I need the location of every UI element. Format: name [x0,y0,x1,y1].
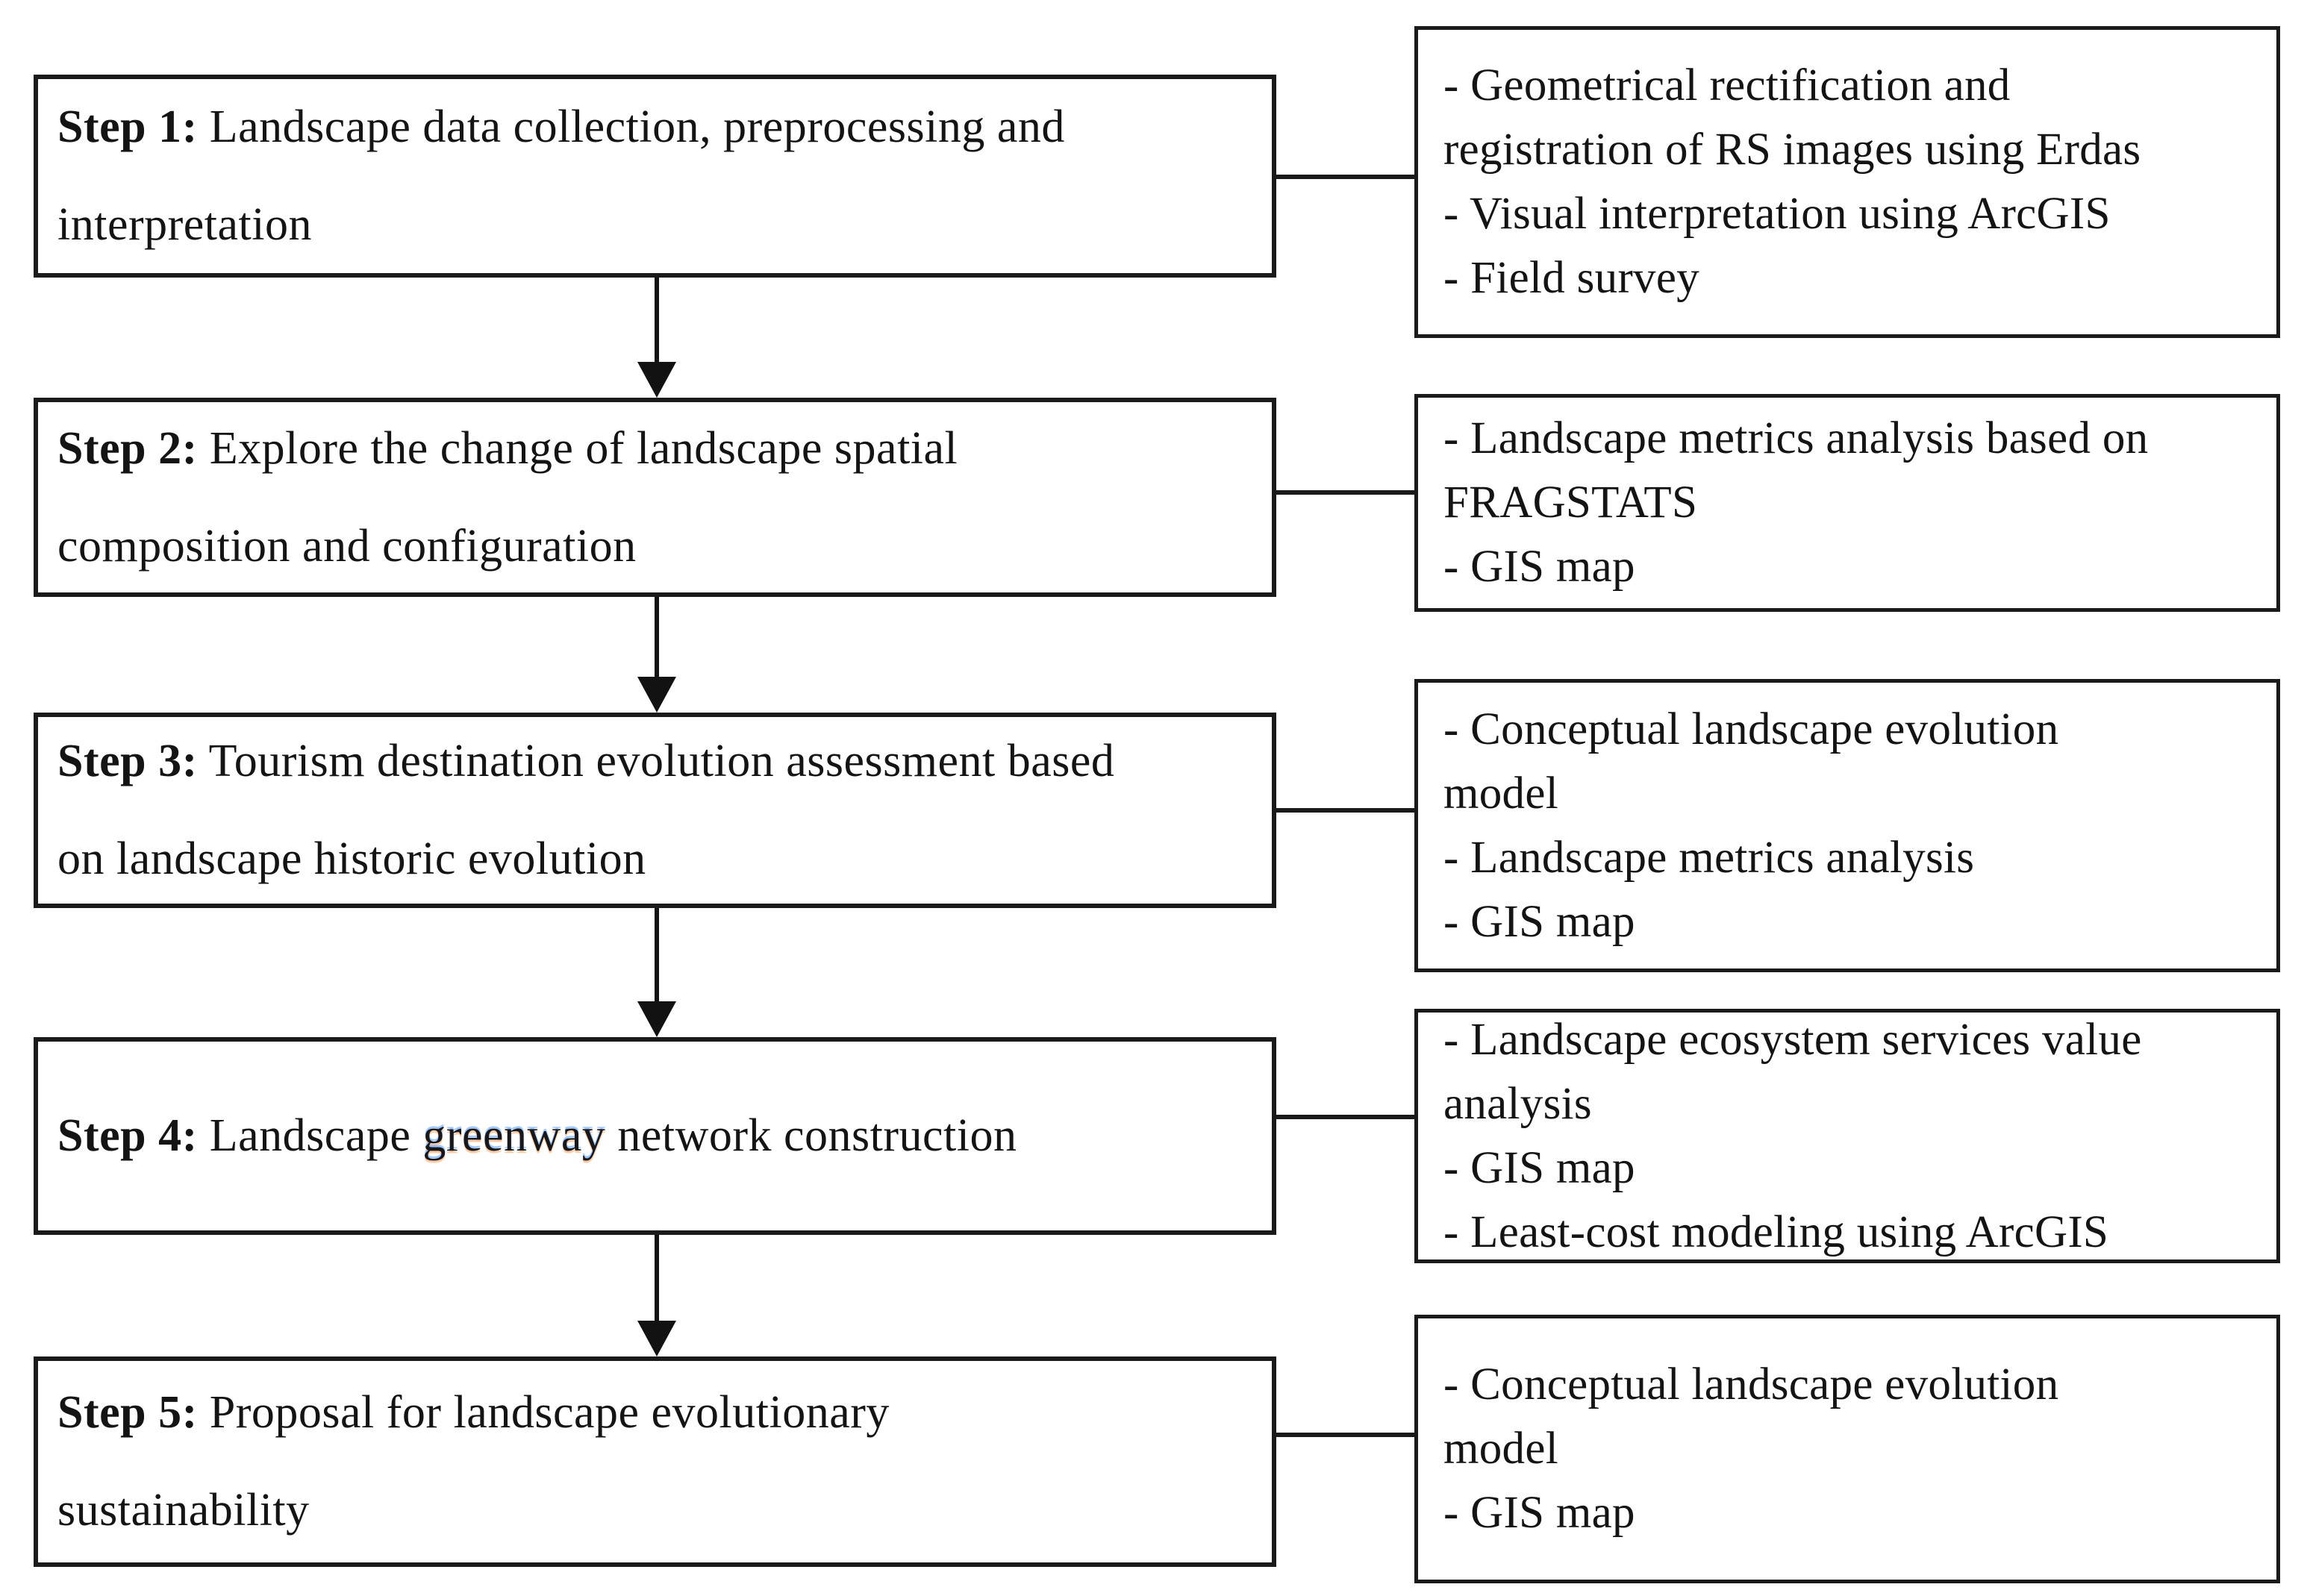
connector-step2-methods [1276,490,1415,495]
methods-3-line: model [1443,768,1558,819]
step-2-box: Step 2: Explore the change of landscape … [34,398,1276,597]
step-1-line1: Step 1: Landscape data collection, prepr… [38,78,1272,176]
step-4-label: Step 4: [57,1110,198,1161]
step-3-text-pre: Tourism destination evolution assessment… [197,736,1115,786]
methods-5-line: - GIS map [1443,1488,1635,1538]
methods-3-box: - Conceptual landscape evolution model -… [1414,679,2280,972]
arrow-step2-to-step3-stem [655,597,659,678]
arrow-step2-to-step3-head-icon [637,677,676,713]
methods-3-line: - GIS map [1443,896,1635,947]
step-2-label: Step 2: [57,422,198,474]
step-2-line2: composition and configuration [57,520,637,572]
step-3-line1: Step 3: Tourism destination evolution as… [38,713,1272,810]
connector-step3-methods [1276,808,1415,813]
step-2-line1: Step 2: Explore the change of landscape … [38,400,1272,498]
step-3-label: Step 3: [57,736,198,786]
methods-5-box: - Conceptual landscape evolution model -… [1414,1315,2280,1583]
arrow-step3-to-step4-stem [655,908,659,1003]
step-4-text-highlight: greenway [422,1110,606,1161]
step-5-label: Step 5: [57,1387,198,1438]
methods-1-line: - Field survey [1443,253,1700,303]
step-4-text-post: network construction [605,1110,1017,1161]
arrow-step4-to-step5-stem [655,1235,659,1322]
step-1-box: Step 1: Landscape data collection, prepr… [34,75,1276,278]
methods-5-line: - Conceptual landscape evolution [1443,1359,2059,1409]
arrow-step1-to-step2-head-icon [637,362,676,398]
arrow-step4-to-step5-head-icon [637,1321,676,1356]
methods-1-line: - Geometrical rectification and [1443,60,2011,110]
step-4-text-pre: Landscape [197,1110,423,1161]
methods-4-line: - Landscape ecosystem services value [1443,1014,2142,1065]
connector-step4-methods [1276,1115,1415,1119]
arrow-step1-to-step2-stem [655,278,659,363]
arrow-step3-to-step4-head-icon [637,1001,676,1037]
methods-4-line: analysis [1443,1078,1592,1129]
methods-3-line: - Conceptual landscape evolution [1443,704,2059,754]
step-5-line2: sustainability [57,1485,310,1536]
step-2-text-pre: Explore the change of landscape spatial [197,422,958,474]
step-1-line2: interpretation [57,199,312,250]
methods-2-line: FRAGSTATS [1443,478,1698,528]
step-1-text-pre: Landscape data collection, preprocessing… [197,101,1065,152]
methods-2-box: - Landscape metrics analysis based on FR… [1414,394,2280,612]
methods-2-line: - GIS map [1443,542,1635,592]
step-4-line1: Step 4: Landscape greenway network const… [38,1087,1272,1185]
methods-1-box: - Geometrical rectification and registra… [1414,26,2280,338]
step-3-line2: on landscape historic evolution [57,833,646,884]
methods-5-line: model [1443,1424,1558,1474]
connector-step5-methods [1276,1433,1415,1437]
step-3-box: Step 3: Tourism destination evolution as… [34,713,1276,908]
step-5-text-pre: Proposal for landscape evolutionary [197,1387,890,1438]
methods-4-line: - GIS map [1443,1142,1635,1193]
step-1-label: Step 1: [57,101,198,152]
methods-3-line: - Landscape metrics analysis [1443,832,1975,883]
methods-4-box: - Landscape ecosystem services value ana… [1414,1009,2280,1263]
step-4-box: Step 4: Landscape greenway network const… [34,1037,1276,1235]
methods-4-line: - Least-cost modeling using ArcGIS [1443,1207,2109,1257]
methods-1-line: registration of RS images using Erdas [1443,125,2141,175]
step-5-box: Step 5: Proposal for landscape evolution… [34,1356,1276,1567]
step-5-line1: Step 5: Proposal for landscape evolution… [38,1364,1272,1462]
methods-1-line: - Visual interpretation using ArcGIS [1443,189,2111,239]
methods-2-line: - Landscape metrics analysis based on [1443,413,2149,463]
connector-step1-methods [1276,175,1415,179]
